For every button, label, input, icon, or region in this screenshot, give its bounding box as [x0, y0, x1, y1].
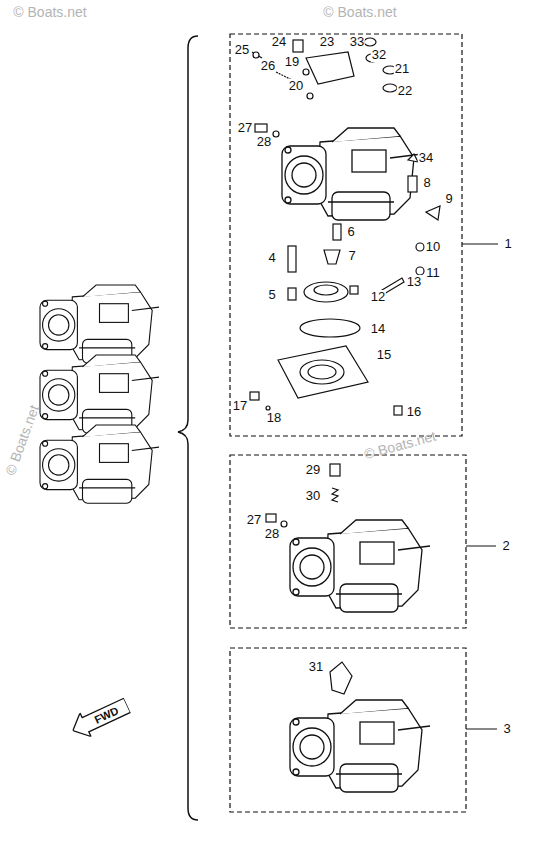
callout-number: 11	[425, 266, 441, 280]
callout-number: 2	[501, 539, 510, 553]
callout-number: 32	[371, 48, 387, 62]
callout-number: 6	[346, 225, 355, 239]
callout-number: 8	[422, 176, 431, 190]
callout-number: 7	[347, 249, 356, 263]
callout-number: 1	[503, 237, 512, 251]
callout-number: 23	[319, 35, 335, 49]
watermark: © Boats.net	[362, 428, 438, 461]
callout-number: 25	[234, 43, 250, 57]
callout-number: 4	[267, 251, 276, 265]
callout-number: 18	[266, 411, 282, 425]
watermark: © Boats.net	[3, 402, 42, 478]
callout-number: 3	[502, 722, 511, 736]
callout-number: 10	[425, 240, 441, 254]
callout-number: 28	[264, 527, 280, 541]
callout-number: 14	[370, 322, 386, 336]
callout-number: 29	[305, 463, 321, 477]
callout-number: 21	[394, 62, 410, 76]
watermark: © Boats.net	[12, 5, 87, 19]
callout-number: 13	[406, 275, 422, 289]
callout-number: 27	[246, 513, 262, 527]
callout-number: 31	[308, 660, 324, 674]
callout-number: 12	[370, 290, 386, 304]
callout-number: 20	[288, 79, 304, 93]
callout-number: 26	[260, 59, 276, 73]
callout-number: 19	[284, 55, 300, 69]
callout-number: 27	[237, 121, 253, 135]
callout-number: 24	[271, 35, 287, 49]
callout-number: 34	[418, 151, 434, 165]
callout-number: 16	[406, 405, 422, 419]
callout-number: 17	[232, 399, 248, 413]
callout-number: 5	[267, 288, 276, 302]
callout-number: 28	[256, 135, 272, 149]
direction-arrow: FWD	[67, 694, 132, 743]
callout-number: 15	[376, 348, 392, 362]
callout-number: 33	[349, 35, 365, 49]
watermark: © Boats.net	[322, 5, 397, 19]
callout-number: 22	[397, 84, 413, 98]
callout-number: 30	[305, 489, 321, 503]
callout-number: 9	[444, 192, 453, 206]
